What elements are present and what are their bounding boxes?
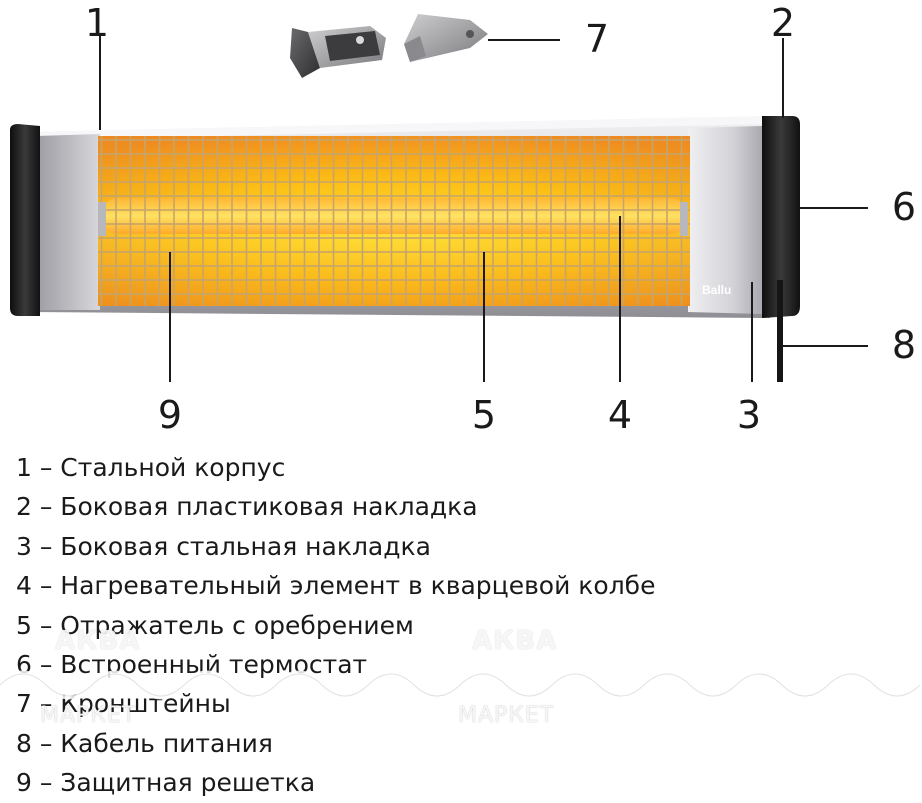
brand-logo: Ballu [702,283,731,297]
watermark-text: АКВА [472,626,558,656]
callout-1: 1 [84,1,110,45]
callout-8: 8 [891,323,917,367]
bracket-left [290,26,386,78]
callout-5: 5 [471,393,497,437]
legend-item: 4 – Нагревательный элемент в кварцевой к… [16,571,656,601]
callout-7: 7 [584,17,610,61]
callout-3: 3 [736,393,762,437]
watermark-text: МАРКЕТ [458,703,555,728]
legend-list: 1 – Стальной корпус 2 – Боковая пластико… [16,448,916,803]
watermark-text: МАРКЕТ [40,703,137,728]
callout-2: 2 [770,1,796,45]
legend-item: 8 – Кабель питания [16,728,273,758]
power-cable [777,280,783,382]
legend-item: 2 – Боковая пластиковая накладка [16,492,478,522]
callout-9: 9 [157,393,183,437]
legend-item: 5 – Отражатель с оребрением [16,610,414,640]
legend-item: 9 – Защитная решетка [16,768,316,798]
bracket-right [404,14,488,62]
legend-item: 1 – Стальной корпус [16,453,286,482]
watermark-text: АКВА [55,626,141,656]
heater-diagram: Ballu 1 2 3 4 5 6 7 8 9 [10,1,917,437]
heater-illustration: Ballu [10,14,868,382]
side-steel-plate [688,126,762,314]
legend-item: 3 – Боковая стальная накладка [16,531,431,561]
protective-grid [98,136,690,306]
callout-4: 4 [607,393,633,437]
legend-item: 6 – Встроенный термостат [16,650,368,680]
callout-6: 6 [891,185,917,229]
leader-lines [99,36,868,382]
right-end-cap [762,116,800,318]
left-end-cap [10,124,40,316]
heater-body [10,116,800,382]
